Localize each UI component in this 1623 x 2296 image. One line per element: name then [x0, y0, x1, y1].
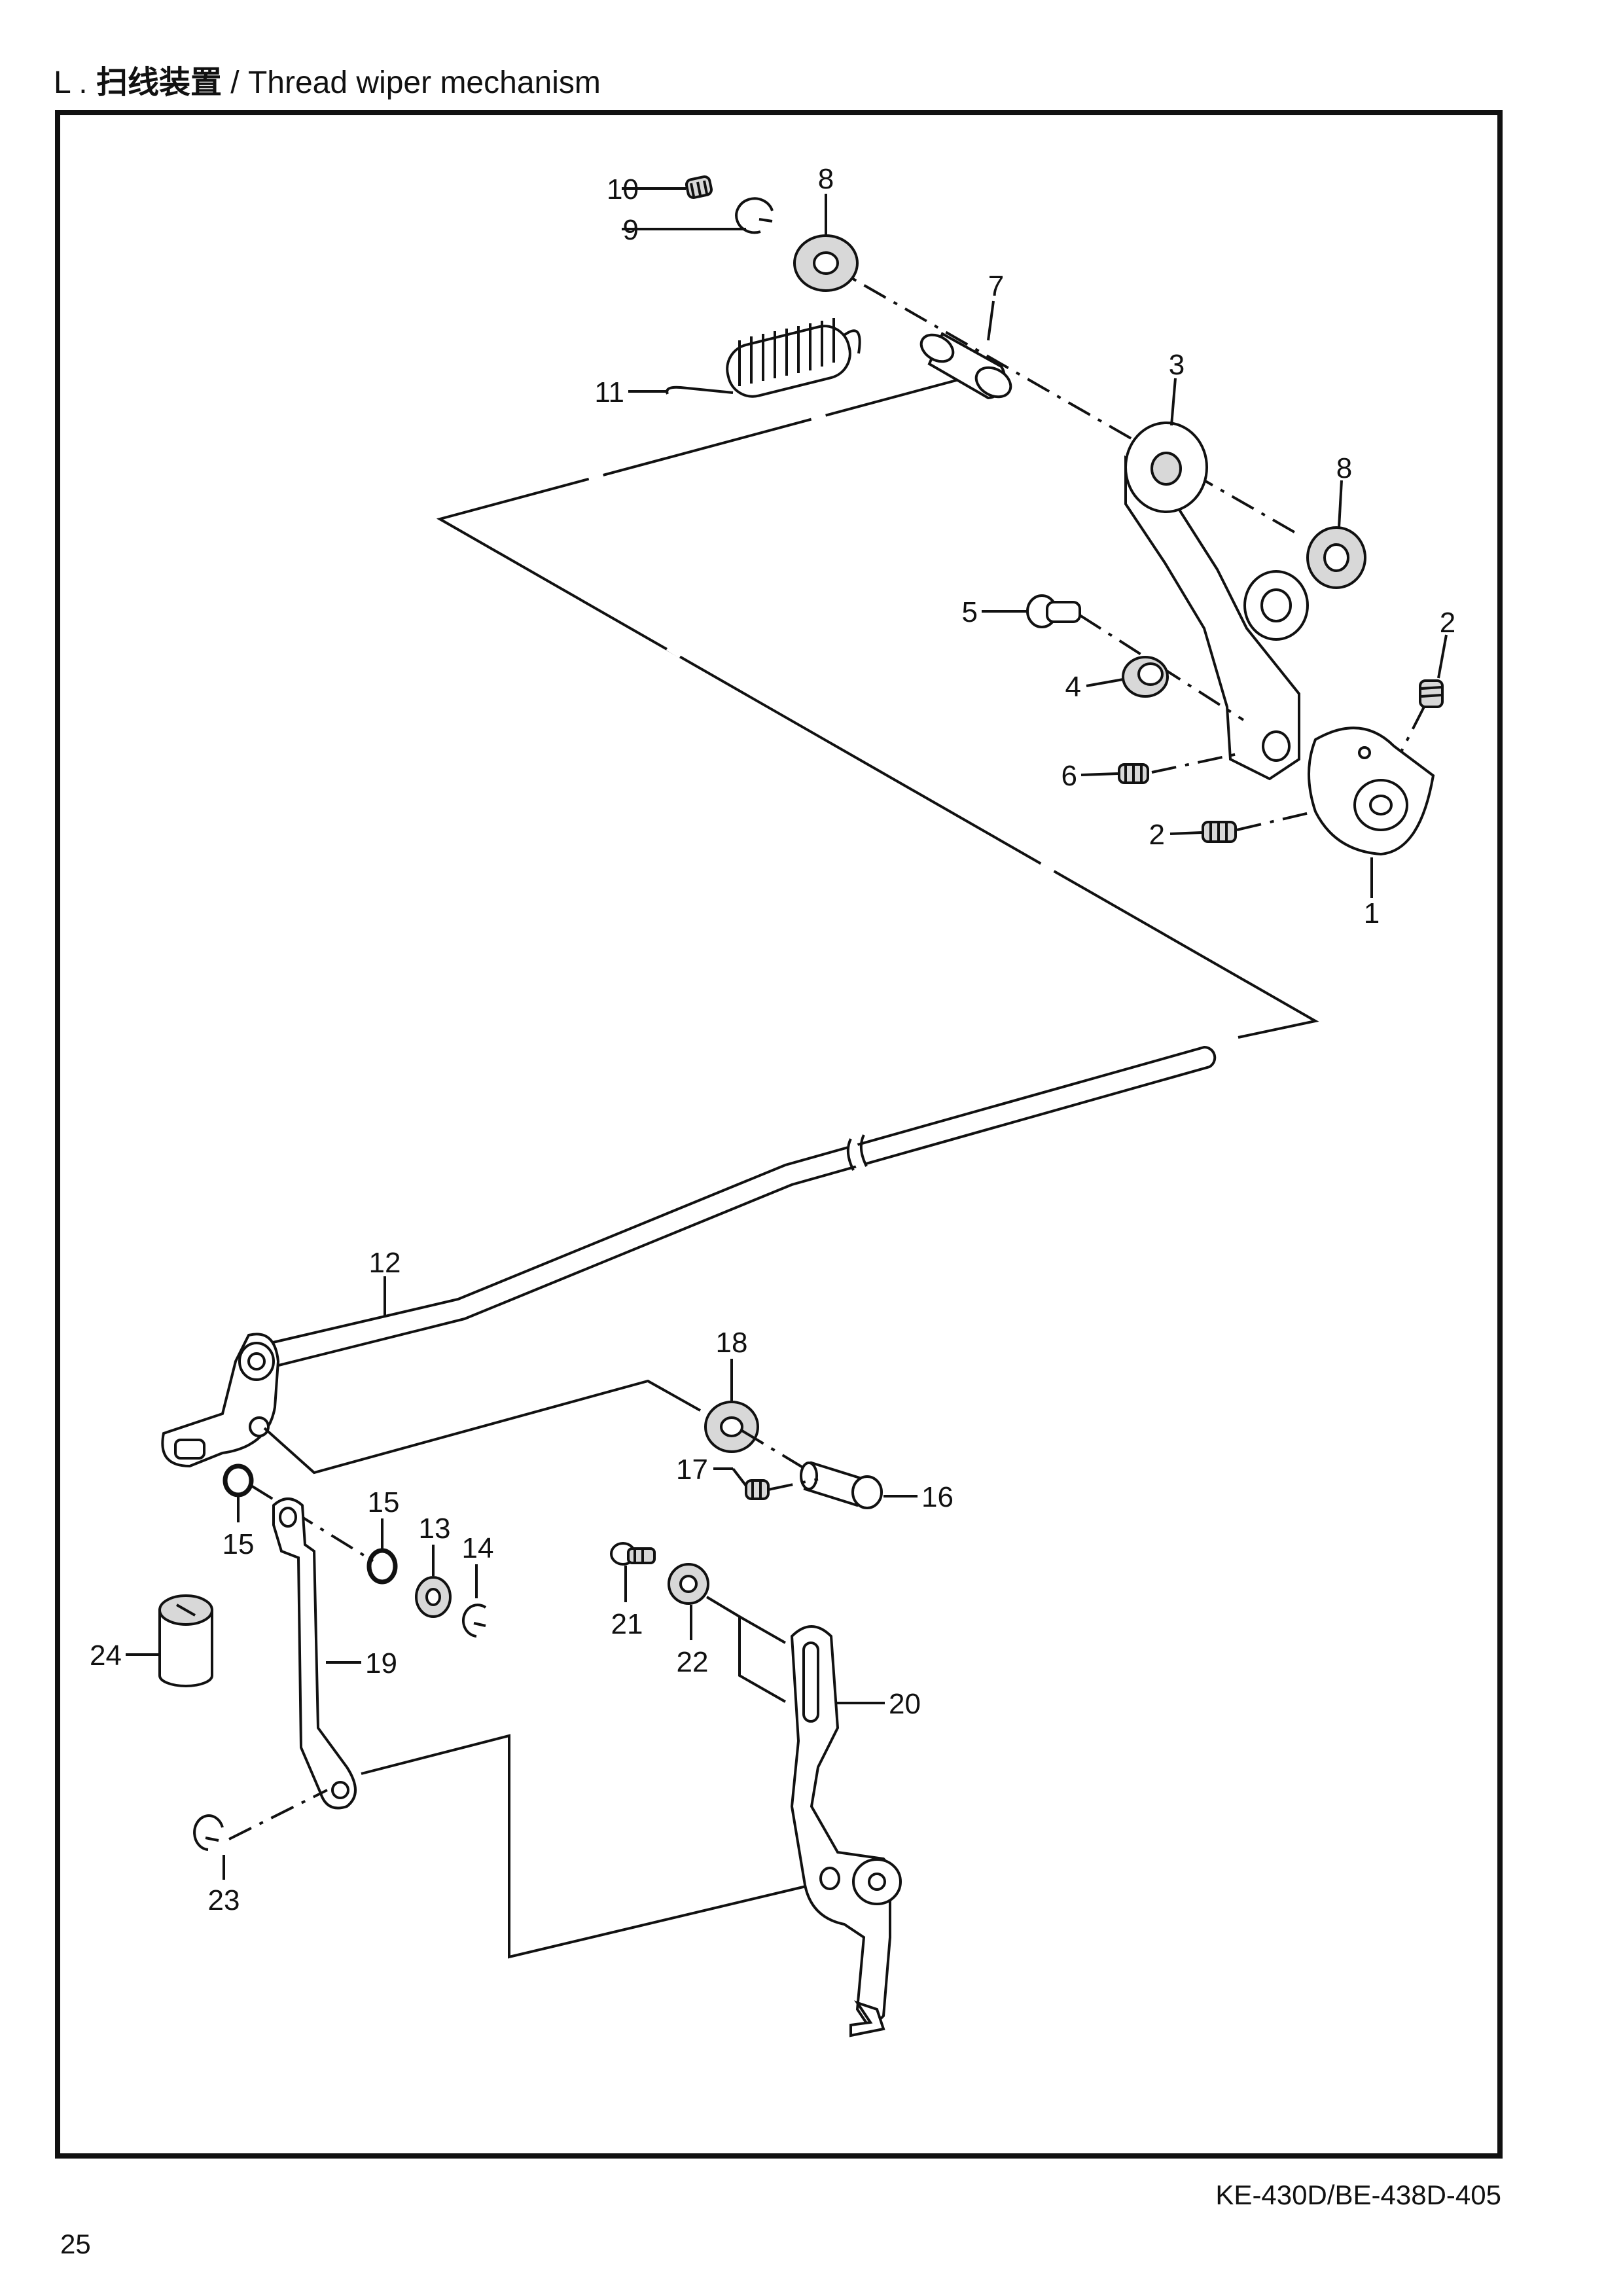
part-label-2-upper: 2 [1440, 607, 1455, 639]
part-label-3: 3 [1169, 349, 1185, 381]
bushing-18-icon [704, 1401, 759, 1453]
part-label-10: 10 [607, 173, 639, 206]
part-label-8-right: 8 [1336, 452, 1352, 484]
axis-line-6 [1151, 751, 1244, 774]
cam-1-icon [1308, 726, 1435, 856]
part-label-7: 7 [988, 270, 1004, 302]
connector-22-20 [705, 1596, 786, 1644]
diagram-frame [55, 110, 1503, 2159]
e-ring-9-icon [735, 197, 774, 234]
set-screw-2-upper-icon [1419, 679, 1444, 708]
washer-8-upper-icon [793, 234, 859, 292]
part-label-5: 5 [962, 596, 978, 628]
part-label-12: 12 [369, 1247, 401, 1279]
set-screw-17-icon [745, 1479, 770, 1500]
stepped-screw-5-icon [1026, 594, 1081, 628]
title-english: Thread wiper mechanism [247, 65, 601, 100]
section-letter: L . [54, 65, 88, 100]
part-label-9: 9 [623, 214, 639, 246]
wiper-20-icon [790, 1625, 902, 2037]
title-chinese: 扫线装置 [96, 64, 222, 101]
title-separator: / [230, 65, 240, 100]
model-number: KE-430D/BE-438D-405 [1215, 2179, 1501, 2210]
part-label-6: 6 [1061, 760, 1077, 792]
connector-19-20 [361, 1734, 812, 1959]
part-label-15-right: 15 [368, 1486, 400, 1518]
connector-breaks [588, 414, 1056, 874]
set-screw-6-icon [1118, 763, 1149, 784]
axis-line-15 [250, 1484, 374, 1562]
part-label-16: 16 [921, 1481, 954, 1513]
set-screw-2-lower-icon [1202, 821, 1237, 843]
connector-22-20-lower [738, 1617, 786, 1703]
axis-line-upper [823, 260, 1303, 538]
part-label-20: 20 [889, 1688, 921, 1720]
o-ring-15-right-icon [366, 1548, 398, 1585]
part-label-4: 4 [1065, 671, 1081, 703]
link-19-icon [272, 1498, 357, 1810]
spring-11-icon [666, 318, 861, 398]
axis-line-17 [768, 1478, 819, 1491]
leader-lines [126, 187, 1448, 1880]
washer-8-right-icon [1306, 526, 1366, 589]
washer-22-icon [668, 1563, 709, 1605]
part-label-8-upper: 8 [818, 163, 834, 195]
assembly-connector-line [436, 370, 1319, 1039]
part-label-19: 19 [365, 1647, 397, 1679]
cap-24-icon [158, 1594, 213, 1687]
page-number: 25 [60, 2229, 91, 2259]
part-label-18: 18 [716, 1327, 748, 1359]
pin-16-icon [800, 1461, 883, 1509]
washer-13-icon [415, 1576, 452, 1618]
part-label-11: 11 [594, 376, 624, 408]
page-title: L . 扫线装置 / Thread wiper mechanism [54, 56, 601, 102]
part-label-24: 24 [90, 1640, 122, 1672]
part-label-21: 21 [611, 1608, 643, 1640]
axis-line-23-19 [228, 1789, 328, 1840]
e-ring-23-icon [193, 1814, 224, 1851]
connector-12-18 [263, 1379, 701, 1475]
collar-4-icon [1122, 656, 1169, 698]
rod-12-icon [161, 1045, 1217, 1468]
screw-21-icon [610, 1542, 656, 1566]
lever-3-icon [1124, 422, 1309, 781]
axis-line-18-16 [741, 1429, 813, 1474]
set-screw-10-icon [685, 175, 713, 199]
part-label-23: 23 [208, 1884, 240, 1916]
e-ring-14-icon [461, 1604, 487, 1638]
part-label-15-left: 15 [223, 1528, 255, 1560]
part-label-22: 22 [677, 1646, 709, 1678]
o-ring-15-left-icon [223, 1463, 254, 1498]
part-label-1: 1 [1364, 897, 1380, 929]
shaft-7-icon [919, 332, 1012, 400]
part-label-17: 17 [676, 1454, 708, 1486]
part-label-2-lower: 2 [1149, 819, 1165, 851]
part-label-14: 14 [462, 1532, 494, 1564]
part-label-13: 13 [419, 1513, 451, 1545]
